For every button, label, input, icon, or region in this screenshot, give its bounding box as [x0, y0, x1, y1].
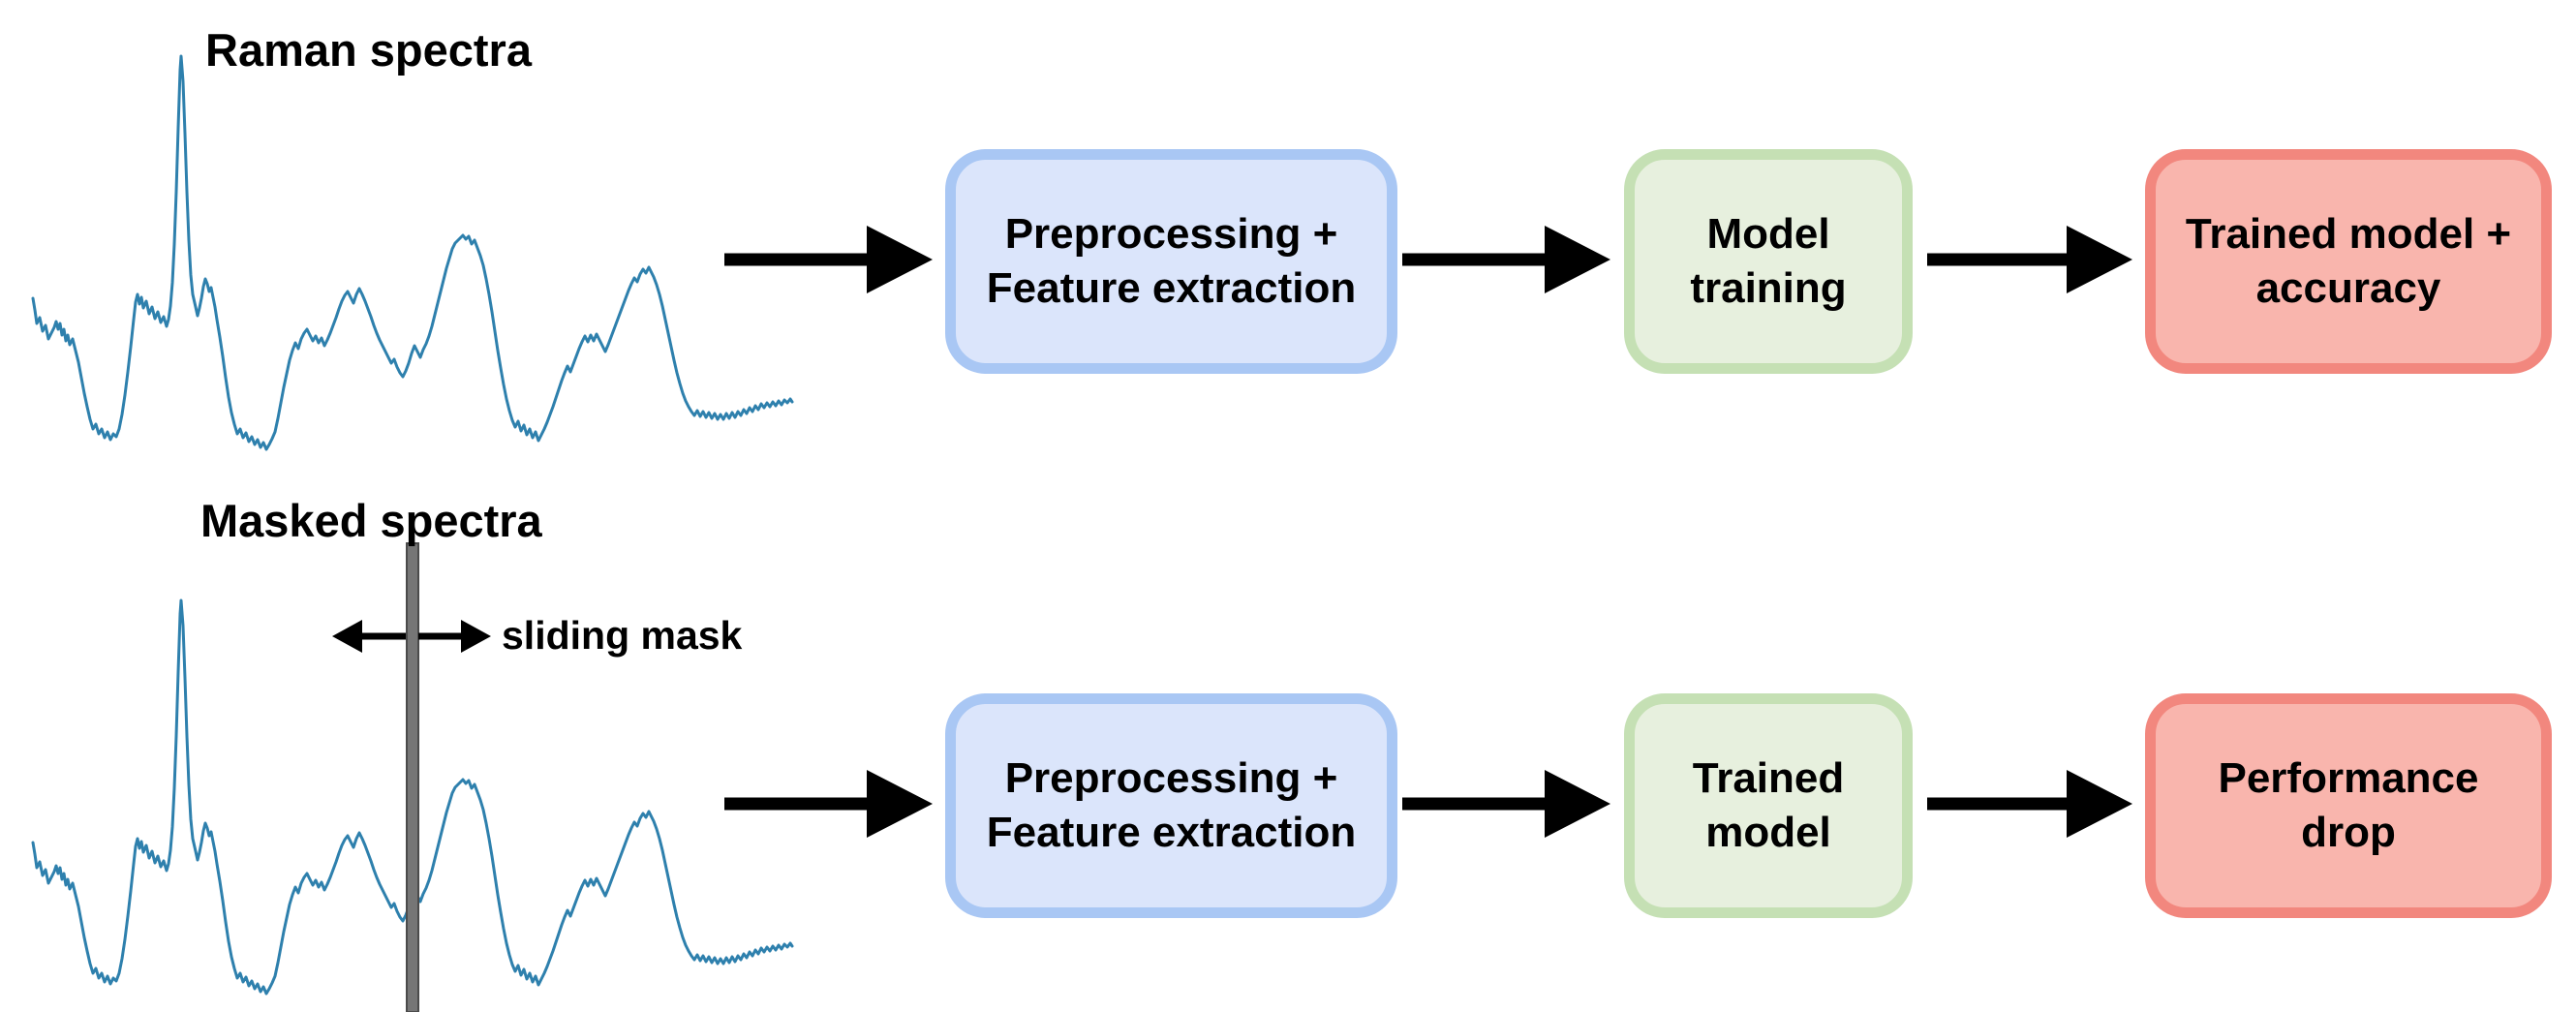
performance-drop-box: Performance drop — [2145, 693, 2552, 918]
masked-spectra-title: Masked spectra — [200, 495, 542, 546]
trained-model-box: Trained model — [1624, 693, 1913, 918]
box-label-line: Preprocessing + — [1004, 210, 1338, 259]
sliding-mask-left-arrow — [332, 620, 406, 653]
preprocessing-feature-extraction-box-top: Preprocessing + Feature extraction — [945, 149, 1397, 374]
box-label-line: drop — [2301, 809, 2396, 856]
sliding-mask-label: sliding mask — [502, 613, 743, 658]
arrow-model-to-result-bottom — [1927, 770, 2132, 838]
arrow-model-to-result-top — [1927, 226, 2132, 293]
masked-spectrum-curve — [31, 598, 794, 996]
arrow-spectra-to-preprocessing-top — [724, 226, 933, 293]
arrow-preprocessing-to-model-top — [1402, 226, 1610, 293]
trained-model-accuracy-box: Trained model + accuracy — [2145, 149, 2552, 374]
box-label-line: Feature extraction — [986, 264, 1357, 312]
arrow-preprocessing-to-model-bottom — [1402, 770, 1610, 838]
box-label-line: Trained model + — [2185, 210, 2512, 259]
sliding-mask-right-arrow — [418, 620, 491, 653]
preprocessing-feature-extraction-box-bottom: Preprocessing + Feature extraction — [945, 693, 1397, 918]
box-label-line: Feature extraction — [986, 809, 1357, 856]
box-label-line: model — [1705, 809, 1831, 856]
box-label-line: Performance — [2218, 754, 2479, 803]
arrow-spectra-to-preprocessing-bottom — [724, 770, 933, 838]
model-training-box: Model training — [1624, 149, 1913, 374]
sliding-mask-bar — [406, 542, 419, 1012]
box-label-line: Trained — [1692, 754, 1845, 803]
box-label-line: accuracy — [2255, 264, 2441, 312]
box-label-line: Preprocessing + — [1004, 754, 1338, 803]
raman-spectra-title: Raman spectra — [205, 24, 532, 76]
raman-spectrum-curve — [31, 54, 794, 451]
box-label-line: training — [1690, 264, 1847, 312]
box-label-line: Model — [1706, 210, 1830, 259]
